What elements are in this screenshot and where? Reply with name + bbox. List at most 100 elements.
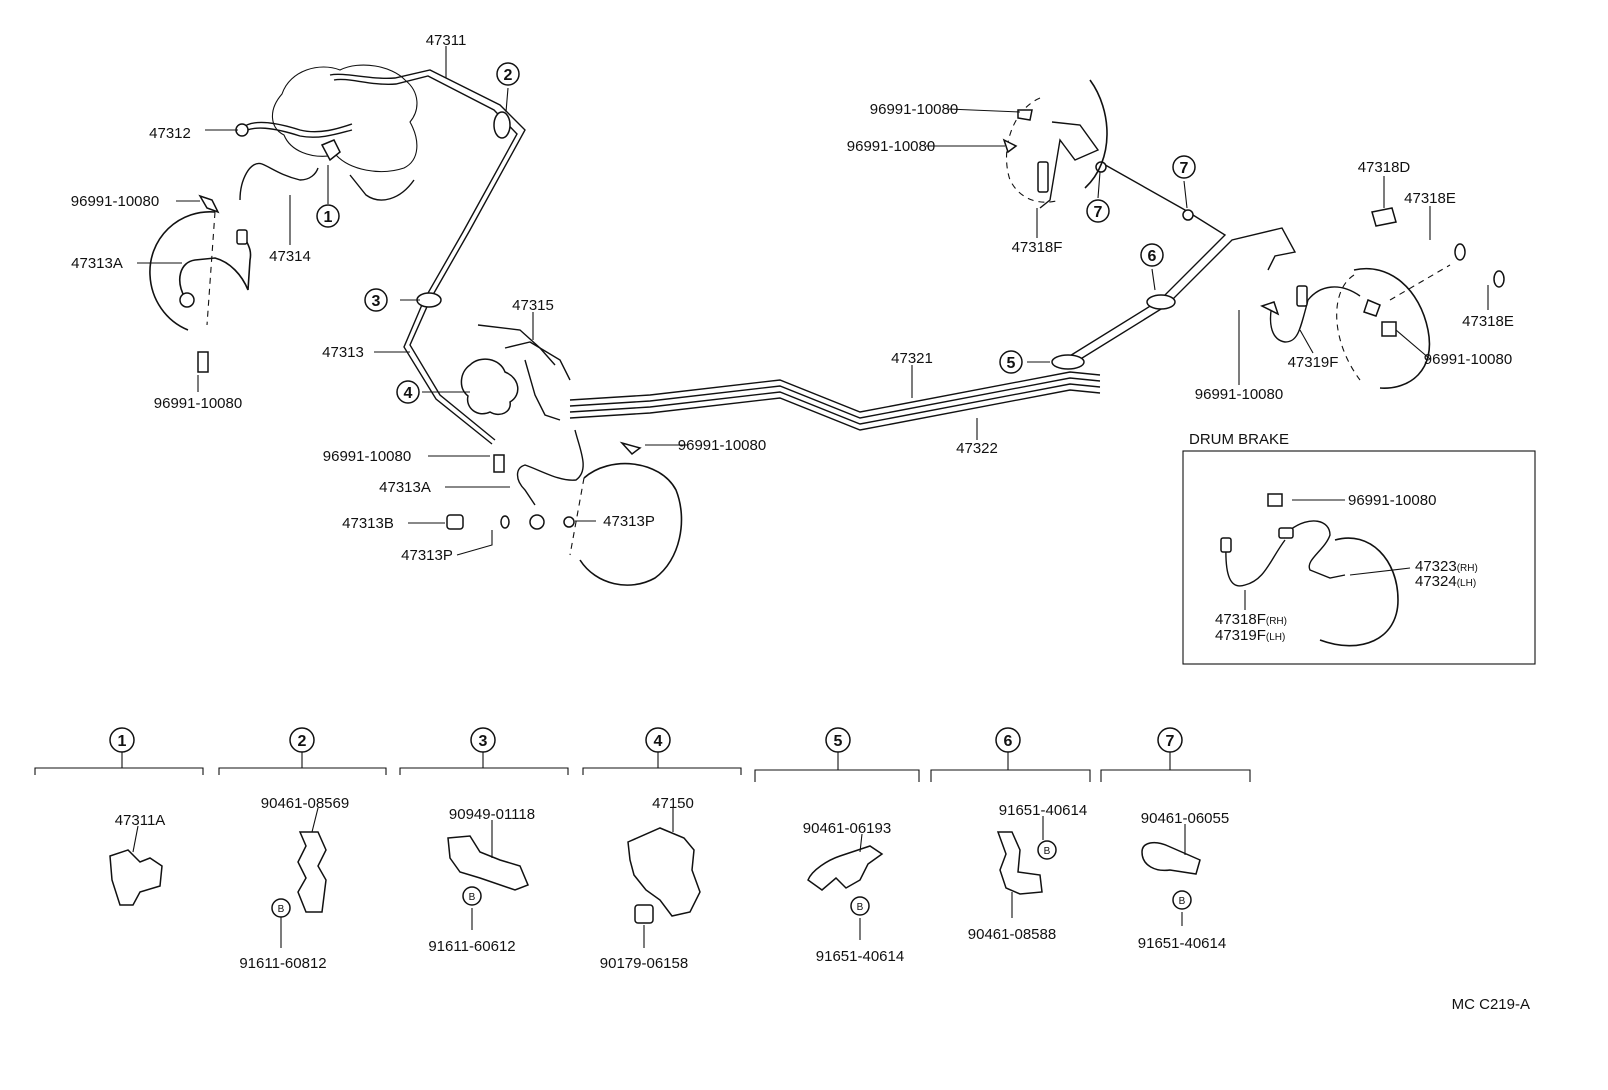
rear-left-disc-right <box>1084 79 1108 189</box>
svg-text:3: 3 <box>372 293 381 310</box>
right-front-caliper-bolt <box>529 514 545 530</box>
callout-7: 7 <box>1086 199 1110 223</box>
drum-hose <box>1225 539 1286 587</box>
washer-47313p-a <box>563 516 575 528</box>
right-front-disc-outline <box>579 462 683 586</box>
pipe-47312-b <box>239 127 353 138</box>
detail-callout-6: 6 <box>995 727 1021 753</box>
part-number-label: 47321 <box>891 350 933 367</box>
left-front-brake-assembly <box>149 194 252 373</box>
rear-left-brake-assembly <box>1002 79 1108 209</box>
detail-part-label: 47150 <box>652 795 694 812</box>
drum-hose-rh: 47318F(RH) <box>1215 611 1287 628</box>
rear-right-clip-b <box>1260 301 1280 316</box>
bolt-47313b <box>446 514 464 530</box>
pipe-47321-b <box>569 377 1101 419</box>
part-number-label: 96991-10080 <box>71 193 159 210</box>
part-number-label: 47319F <box>1288 354 1339 371</box>
svg-text:7: 7 <box>1180 160 1189 177</box>
pipe-47311-a <box>329 69 526 441</box>
rear-left-clip-b <box>1002 138 1018 154</box>
part-number-label: 47318E <box>1462 313 1514 330</box>
svg-text:4: 4 <box>654 733 663 750</box>
rear-right-disc-left <box>1336 274 1361 381</box>
drum-line-rh: 47323(RH) <box>1415 558 1478 575</box>
svg-text:B: B <box>1179 896 1186 907</box>
pipe-47322-b <box>569 389 1101 431</box>
part-number-label: 96991-10080 <box>154 395 242 412</box>
drum-line-lh: 47324(LH) <box>1415 573 1476 590</box>
svg-text:5: 5 <box>834 733 843 750</box>
callout-4: 4 <box>396 380 420 404</box>
detail-callout-4: 4 <box>645 727 671 753</box>
left-front-clip-lower <box>197 351 209 373</box>
drum-brake-box <box>1182 450 1536 665</box>
part-47150 <box>627 827 701 917</box>
master-cylinder-body <box>271 64 418 173</box>
detail-part-label: 91611-60812 <box>239 955 326 972</box>
part-number-label: 47313B <box>342 515 394 532</box>
callout-7: 7 <box>1172 155 1196 179</box>
part-number-label: 47311 <box>426 32 467 49</box>
drum-line-fitting <box>1278 527 1294 539</box>
right-front-brake-assembly <box>446 429 683 586</box>
part-number-label: 96991-10080 <box>1424 351 1512 368</box>
washer-47318e-a <box>1454 243 1466 261</box>
pipe-rear-b <box>1065 227 1297 369</box>
part-number-label: 96991-10080 <box>1195 386 1283 403</box>
left-front-disc-outline <box>149 210 216 331</box>
part-number-label: 96991-10080 <box>847 138 935 155</box>
part-number-label: 47314 <box>269 248 311 265</box>
part-90179-06158 <box>634 904 654 924</box>
clamp-5 <box>1051 354 1085 370</box>
detail-callout-1: 1 <box>109 727 135 753</box>
part-number-labels: 473114731296991-100804731447313A96991-10… <box>71 32 1514 564</box>
rear-left-hose-body <box>1037 161 1049 193</box>
svg-text:7: 7 <box>1166 733 1175 750</box>
clamp-7-a <box>1182 209 1194 221</box>
drum-brake-title: DRUM BRAKE <box>1189 431 1289 448</box>
pipe-rear-a <box>1059 161 1227 363</box>
leader-lines <box>137 46 1489 556</box>
pipe-mc-rear <box>349 174 415 201</box>
detail-part-label: 47311A <box>115 812 166 829</box>
callout-2: 2 <box>496 62 520 86</box>
part-90949-01118 <box>447 835 529 891</box>
drum-brake-inset <box>1182 450 1536 665</box>
detail-part-label: 90461-08588 <box>968 926 1056 943</box>
detail-callout-7: 7 <box>1157 727 1183 753</box>
detail-part-label: 91651-40614 <box>1138 935 1226 952</box>
washer-47318e-b <box>1493 270 1505 288</box>
rear-right-union <box>1363 298 1381 317</box>
joint-1 <box>320 139 341 162</box>
detail-callout-5: 5 <box>825 727 851 753</box>
part-number-label: 96991-10080 <box>323 448 411 465</box>
detail-part-label: 90461-06055 <box>1141 810 1229 827</box>
drum-outline <box>1319 537 1399 647</box>
left-front-disc-dash <box>206 211 216 326</box>
clamp-6 <box>1146 294 1176 310</box>
detail-callout-3: 3 <box>470 727 496 753</box>
bolt-marker: B <box>1037 840 1057 860</box>
part-number-label: 47318E <box>1404 190 1456 207</box>
rear-right-hose-fitting <box>1296 285 1308 307</box>
svg-text:B: B <box>1044 846 1051 857</box>
part-90461-06055 <box>1141 841 1201 875</box>
detail-brackets <box>34 752 1251 782</box>
part-number-label: 47318D <box>1358 159 1411 176</box>
part-number-label: 47313P <box>401 547 453 564</box>
rear-left-hose <box>1039 121 1100 209</box>
svg-text:B: B <box>857 902 864 913</box>
bolt-marker: B <box>1172 890 1192 910</box>
rear-right-hose-b <box>1307 286 1361 301</box>
bolt-markers: B B B B B <box>271 840 1192 918</box>
left-front-caliper-bolt <box>179 292 195 308</box>
part-number-label: 47313A <box>71 255 123 272</box>
part-47311a <box>109 849 163 906</box>
pipe-47314 <box>239 162 319 201</box>
part-90461-08588 <box>996 831 1043 895</box>
pipe-47312 <box>239 121 353 133</box>
pipe-47315-c <box>524 359 561 421</box>
